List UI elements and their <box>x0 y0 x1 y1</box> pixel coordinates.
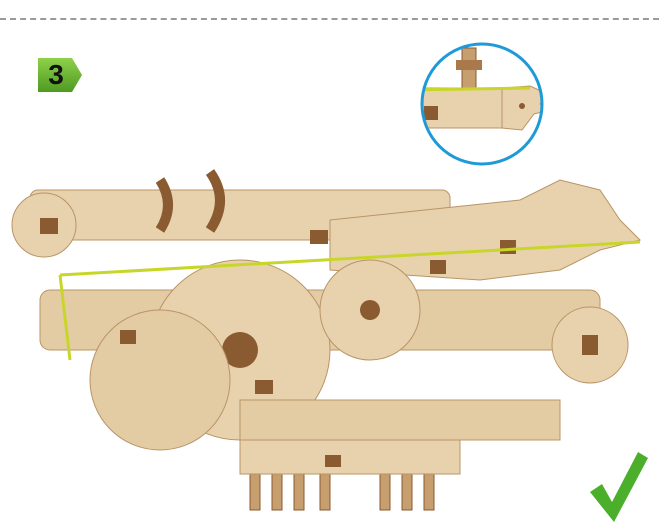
assembled-model-illustration <box>0 150 659 530</box>
checkmark-icon <box>588 450 650 524</box>
step-badge: 3 <box>36 56 84 94</box>
cut-line <box>0 18 659 20</box>
step-number: 3 <box>36 56 76 94</box>
zoom-detail-icon <box>402 40 562 168</box>
